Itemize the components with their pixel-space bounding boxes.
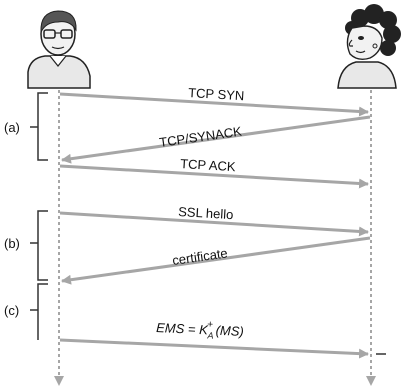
ems-label-main: EMS = K xyxy=(156,320,210,337)
ssl-hello-label: SSL hello xyxy=(178,204,234,222)
phase-a-label: (a) xyxy=(4,120,20,135)
woman-with-curly-hair-icon xyxy=(337,4,401,89)
tcp-synack-label: TCP/SYNACK xyxy=(158,124,243,150)
phase-b-bracket xyxy=(30,210,48,281)
phase-c-label: (c) xyxy=(4,303,19,318)
phase-c-bracket xyxy=(30,283,48,340)
certificate-label: certificate xyxy=(171,245,228,268)
tcp-syn-arrow xyxy=(59,92,369,117)
tcp-syn-label: TCP SYN xyxy=(188,85,245,103)
ems-label-sup: + xyxy=(207,319,213,330)
ssl-hello-arrow xyxy=(59,211,369,237)
client-lifeline-end-arrow xyxy=(54,376,64,386)
ems-label: EMS = KA+(MS) xyxy=(156,317,245,342)
phase-b-label: (b) xyxy=(4,236,20,251)
ems-label-sub: A xyxy=(206,330,213,340)
ems-label-tail: (MS) xyxy=(215,323,244,339)
tcp-ack-label: TCP ACK xyxy=(180,156,236,174)
man-with-glasses-icon xyxy=(27,10,91,89)
ems-arrow xyxy=(59,338,369,359)
certificate-arrow xyxy=(61,236,371,285)
phase-a-bracket xyxy=(30,92,48,161)
tcp-synack-arrow xyxy=(61,115,371,164)
server-lifeline-end-arrow xyxy=(366,376,376,386)
tcp-ack-arrow xyxy=(59,164,369,189)
